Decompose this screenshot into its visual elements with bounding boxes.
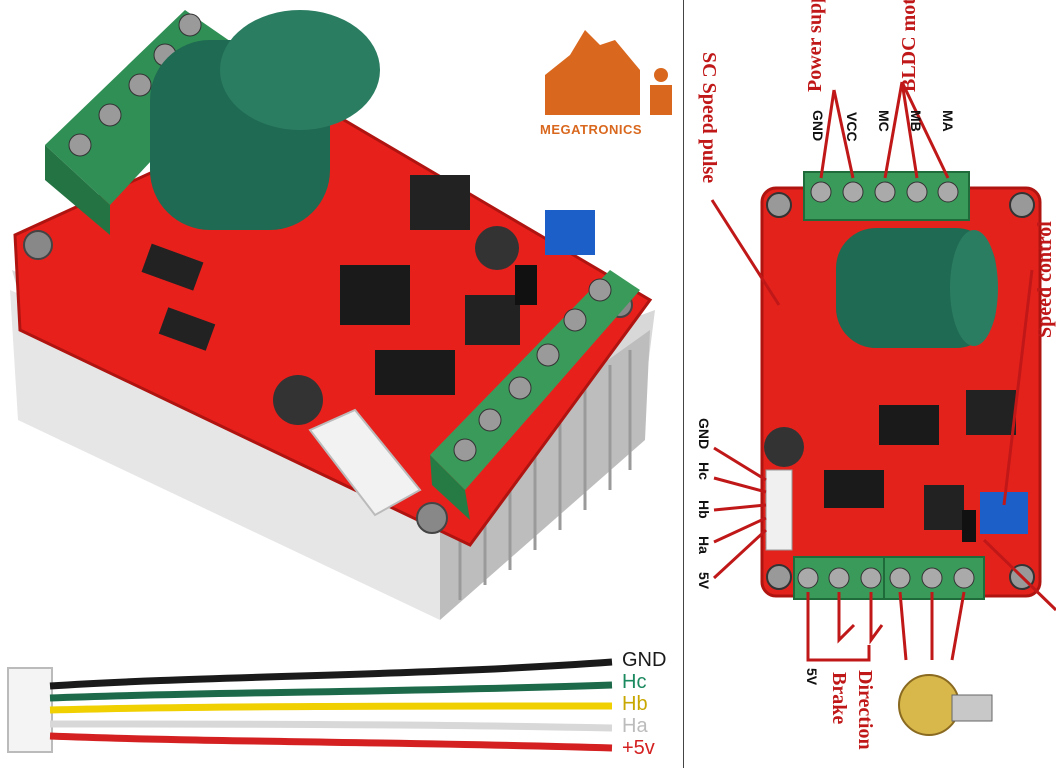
hall-pin-gnd: GND [696,418,712,450]
wire-label-5v: +5v [622,737,655,759]
wire-label-gnd: GND [622,649,667,671]
hall-pin-5v: 5V [696,572,712,590]
hall-pin-ha: Ha [696,536,712,554]
label-sc-speed-pulse: SC Speed pulse [698,52,720,184]
inductor [410,175,470,230]
small-capacitor [475,226,519,270]
ic-chip [340,265,410,325]
megatronics-logo-icon [545,30,672,115]
pin-mb: MB [908,110,924,132]
annotation-arrows [710,81,1056,662]
diagram-terminal-top [803,171,970,221]
ic-chip [375,350,455,395]
jst-plug [7,667,53,753]
pin-vcc: VCC [844,112,860,142]
screw [416,502,448,534]
product-photo [7,10,672,753]
terminal-block-control [430,270,640,520]
wire-label-hc: Hc [622,671,647,693]
hall-pin-hb: Hb [696,500,712,519]
label-direction: Direction [854,670,876,750]
wire-label-hb: Hb [622,693,648,715]
brand-name: MEGATRONICS [540,122,643,137]
screw [1009,192,1035,218]
diagram-terminal-bottom [793,556,985,600]
label-speed-control: Speed control [1034,221,1056,338]
label-bldc-motor: BLDC motor [898,0,920,92]
pin-mc: MC [876,110,892,132]
hall-pin-hc: Hc [696,462,712,480]
jumper [515,265,537,305]
electrolytic-capacitor [150,10,380,230]
potentiometer-knob-icon [898,674,993,736]
pin-ma: MA [940,110,956,132]
pin-gnd-top: GND [810,110,826,142]
ic-chip [879,405,939,445]
mosfet [924,485,964,530]
ic-chip [824,470,884,508]
label-brake: Brake [828,672,850,725]
small-capacitor [764,427,804,467]
wire-label-ha: Ha [622,715,648,737]
label-power: Power supply [804,0,826,92]
screw [766,564,792,590]
panel-divider [683,0,684,768]
inductor [966,390,1016,435]
screw [766,192,792,218]
jumper [962,510,976,542]
mosfet [465,295,520,345]
hall-connector [308,408,422,517]
resistor [141,243,204,291]
screw [23,230,53,260]
diagram-hall-connector [765,469,793,551]
hall-cable [7,658,613,753]
diagram-capacitor [836,228,998,348]
bottom-5v-label: 5V [804,668,820,686]
potentiometer [545,210,595,255]
wiring-diagram [710,81,1056,736]
resistor [158,307,216,351]
small-capacitor [273,375,323,425]
